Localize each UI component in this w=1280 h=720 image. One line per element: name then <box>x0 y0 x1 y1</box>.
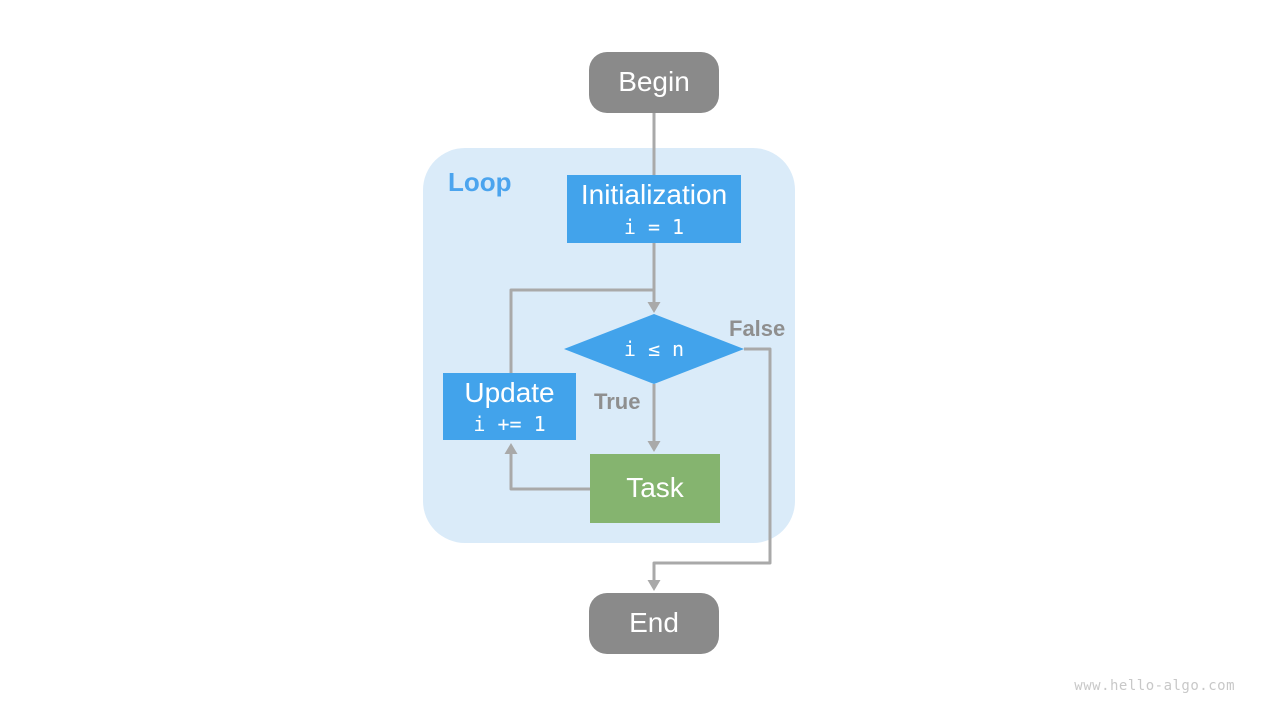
task-node-label: Task <box>626 472 684 504</box>
loop-label: Loop <box>448 167 512 197</box>
watermark-text: www.hello-algo.com <box>1074 678 1235 694</box>
condition-node-label: i ≤ n <box>623 337 685 361</box>
initialization-node-label: Initialization <box>580 179 728 211</box>
true-edge-label: True <box>594 389 641 414</box>
begin-node: Begin <box>589 52 719 113</box>
update-node-label: Update <box>464 376 555 408</box>
false-edge-label: False <box>729 316 786 341</box>
begin-node-label: Begin <box>618 66 690 98</box>
arrowhead-into-update <box>504 443 518 454</box>
task-node: Task <box>590 454 720 523</box>
update-node-code: i += 1 <box>473 412 546 437</box>
edge-condition-false-to-end <box>652 347 772 581</box>
update-node: Update i += 1 <box>443 373 576 440</box>
initialization-node: Initialization i = 1 <box>567 175 741 243</box>
arrowhead-into-task <box>647 441 661 452</box>
arrowhead-into-condition <box>647 302 661 313</box>
edge-task-to-update <box>509 453 590 491</box>
end-node: End <box>589 593 719 654</box>
initialization-node-code: i = 1 <box>623 214 685 239</box>
end-node-label: End <box>629 607 679 639</box>
condition-diamond-shape <box>564 314 744 384</box>
arrowhead-into-end <box>647 580 661 591</box>
edge-update-to-junction <box>509 288 653 374</box>
